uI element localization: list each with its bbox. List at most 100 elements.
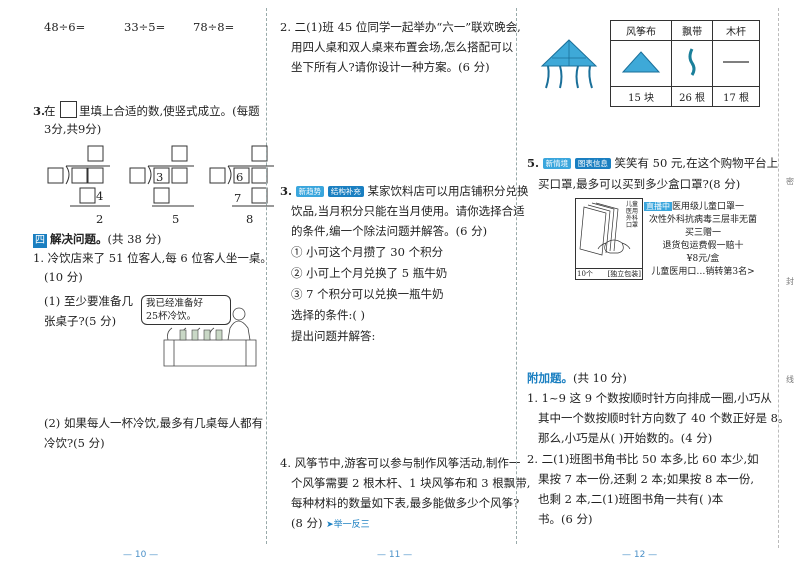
extra-q1-line1: 1. 1~9 这 9 个数按顺时针方向排成一圈,小巧从 [527,391,772,405]
choose-condition: 选择的条件:( ) [291,308,366,322]
q1-sub1-line1: (1) 至少要准备几 [44,294,133,308]
chart-info-badge: 图表信息 [574,158,611,169]
count-kite-cloth: 15 块 [609,86,673,107]
q1-sub1-line2: 张桌子?(5 分) [44,314,117,328]
listing-line-6: 儿童医用口…销转第3名> [651,267,755,277]
live-badge: 直播中 [644,202,672,211]
condition-1: ① 小可这个月攒了 30 个积分 [291,245,444,259]
new-context-badge: 新情境 [542,158,572,169]
bubble-line-2: 25杯冷饮。 [146,311,197,322]
ribbon-picture [671,40,714,87]
q4-line3: 每种材料的数量如下表,最多能做多少个风筝? [291,496,520,510]
extend-tag: ➤举一反三 [326,520,370,530]
div3-digit-a: 6 [236,170,244,184]
blank-box-example [60,101,77,118]
q3-number: 3. [33,104,46,118]
header-kite-cloth: 风筝布 [609,20,673,41]
count-stick: 17 根 [712,86,760,107]
ask-and-solve: 提出问题并解答: [291,329,376,343]
div2-digit: 3 [156,170,164,184]
bubble-line-1: 我已经准备好 [146,298,204,309]
column-divider-2 [516,8,517,544]
condition-3: ③ 7 个积分可以兑换一瓶牛奶 [291,287,444,301]
page-number-12: — 12 — [622,550,658,560]
triangle-cloth-icon [621,51,661,73]
q1-line1: 1. 冷饮店来了 51 位客人,每 6 位客人坐一桌。 [33,251,272,265]
extra-q2-line4: 书。(6 分) [538,512,593,526]
calc-item-2: 33÷5= [124,20,166,34]
listing-row-1: 直播中医用级儿童口罩一 [644,200,762,214]
div1-digit: 4 [96,189,104,203]
q3-fill-word: 在 [44,104,56,118]
cold-drink-shop-illustration [163,307,257,367]
column-divider-1 [266,8,267,544]
div1-remainder: 2 [96,212,104,226]
q3-mid-heading: 3. 新趋势 结构补充 某家饮料店可以用店铺积分兑换 [280,184,528,198]
listing-line-1: 医用级儿童口罩一 [672,202,745,212]
div3-digit-b: 7 [234,191,242,205]
div2-remainder: 5 [172,212,180,226]
extra-q1-line3: 那么,小巧是从( )开始数的。(4 分) [538,431,713,445]
calc-item-3: 78÷8= [193,20,235,34]
header-stick: 木杆 [712,20,760,41]
kite-illustration [540,39,598,89]
seal-char-3: 线 [786,375,794,384]
seal-char-2: 封 [786,277,794,286]
q4-points: (8 分) [291,516,323,530]
page-number-10: — 10 — [123,550,159,560]
page-number-11: — 11 — [377,550,413,560]
q5-line1: 笑笑有 50 元,在这个购物平台上 [614,156,779,170]
q2-line3: 坐下所有人?请你设计一种方案。(6 分) [291,60,490,74]
extra-q2-line2: 果按 7 本一份,还剩 2 本;如果按 8 本一份, [538,472,755,486]
q4-line1: 4. 风筝节中,游客可以参与制作风筝活动,制作一 [280,456,521,470]
listing-line-3: 买三赠一 [684,228,721,238]
box-title-2: 外科口罩 [625,215,638,229]
section4-tag: 四 [33,234,47,248]
mask-pack-illustration [579,202,631,256]
listing-line-2: 次性外科抗病毒三层非无菌 [648,215,757,225]
q4-line2: 个风筝需要 2 根木杆、1 块风筝布和 3 根飘带, [291,476,531,490]
product-listing: 直播中医用级儿童口罩一 次性外科抗病毒三层非无菌 买三赠一 退货包运费假一赔十 … [644,200,762,279]
extra-title: 附加题。 [527,371,573,385]
extra-q1-line2: 其中一个数按顺时针方向数了 40 个数正好是 8。 [538,411,790,425]
stick-icon [723,61,750,63]
q3-mid-line2: 饮品,当月积分只能在当月使用。请你选择合适 [291,204,525,218]
structure-badge: 结构补充 [327,186,364,197]
q2-line2: 用四人桌和双人桌来布置会场,怎么搭配可以 [291,40,514,54]
q2-line1: 2. 二(1)班 45 位同学一起举办“六一”联欢晚会, [280,20,521,34]
q4-line4: (8 分) ➤举一反三 [291,516,370,532]
section4-heading: 四解决问题。(共 38 分) [33,232,161,248]
package-label: [独立包装] [607,270,641,278]
extra-q2-line3: 也剩 2 本,二(1)班图书角一共有( )本 [538,492,724,506]
q3-mid-line1: 某家饮料店可以用店铺积分兑换 [367,184,529,198]
q5-heading: 5. 新情境 图表信息 笑笑有 50 元,在这个购物平台上 [527,156,778,170]
header-ribbon: 飘带 [671,20,714,41]
box-footer: 10个 [独立包装] [576,268,642,279]
box-title-1: 儿童医用 [625,201,638,215]
extra-points: (共 10 分) [573,371,627,385]
division-blanks-figure [47,145,274,207]
ribbon-icon [688,48,696,76]
box-title: 儿童医用 外科口罩 [624,201,640,229]
listing-line-4: 退货包运费假一赔十 [662,241,744,251]
seal-line [778,8,779,548]
section4-title: 解决问题。 [50,232,108,246]
stick-picture [712,40,760,87]
q3-mid-number: 3. [280,184,293,198]
q1-line2: (10 分) [44,270,83,284]
q5-number: 5. [527,156,540,170]
q3-mid-line3: 的条件,编一个除法问题并解答。(6 分) [291,224,488,238]
div3-remainder: 8 [246,212,254,226]
seal-char-1: 密 [786,177,794,186]
q5-line2: 买口罩,最多可以买到多少盒口罩?(8 分) [538,177,741,191]
q1-sub2-line1: (2) 如果每人一杯冷饮,最多有几桌每人都有 [44,416,264,430]
extra-q2-line1: 2. 二(1)班图书角书比 50 本多,比 60 本少,如 [527,452,759,466]
speech-bubble: 我已经准备好 25杯冷饮。 [141,295,231,325]
extra-heading: 附加题。(共 10 分) [527,371,627,385]
section4-points: (共 38 分) [107,232,162,246]
materials-table: 风筝布 飘带 木杆 15 块 26 根 17 根 [609,20,760,107]
q1-sub2-line2: 冷饮?(5 分) [44,436,105,450]
q3-instruction: 里填上合适的数,使竖式成立。(每题 [79,104,260,118]
listing-price: ¥8元/盒 [686,254,720,264]
new-trend-badge: 新趋势 [295,186,325,197]
